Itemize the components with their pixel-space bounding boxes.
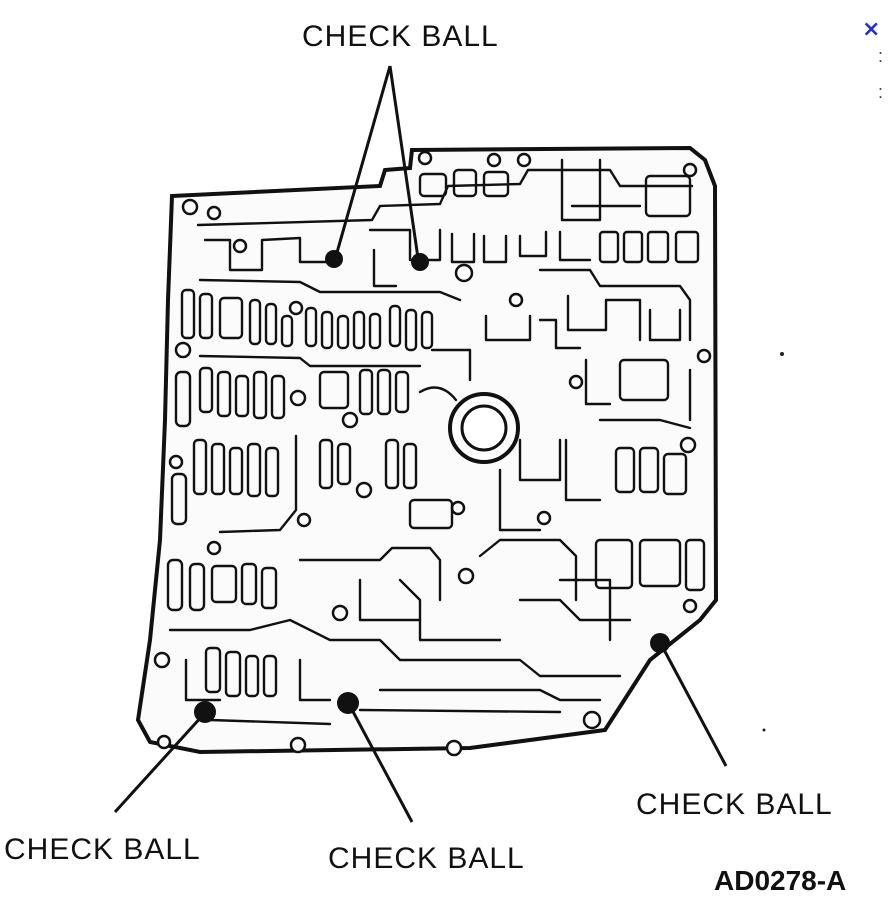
- bolt-holes: [153, 150, 712, 757]
- callout-bottom-left-label: CHECK BALL: [4, 833, 201, 866]
- callout-bottom-right-label: CHECK BALL: [636, 788, 833, 821]
- slot-bank-middle: [174, 348, 472, 428]
- check-ball-4: [337, 692, 359, 714]
- slot-bank-lower: [170, 418, 692, 534]
- check-balls: [194, 250, 670, 723]
- center-port: [418, 386, 520, 464]
- callout-top-label: CHECK BALL: [302, 20, 499, 53]
- check-ball-2: [411, 253, 429, 271]
- fluid-channels: [166, 158, 706, 726]
- leader-lines: [113, 65, 728, 823]
- lower-channels: [166, 538, 706, 726]
- edge-fragment: :: [878, 46, 883, 66]
- check-ball-5: [650, 633, 670, 653]
- check-ball-1: [325, 250, 343, 268]
- figure-id: AD0278-A: [714, 865, 846, 896]
- edge-fragment-2: :: [878, 82, 883, 102]
- slot-bank-upper: [180, 278, 462, 352]
- close-icon[interactable]: ×: [862, 17, 880, 42]
- separator-plate: [135, 145, 719, 757]
- callout-bottom-center-label: CHECK BALL: [328, 842, 525, 875]
